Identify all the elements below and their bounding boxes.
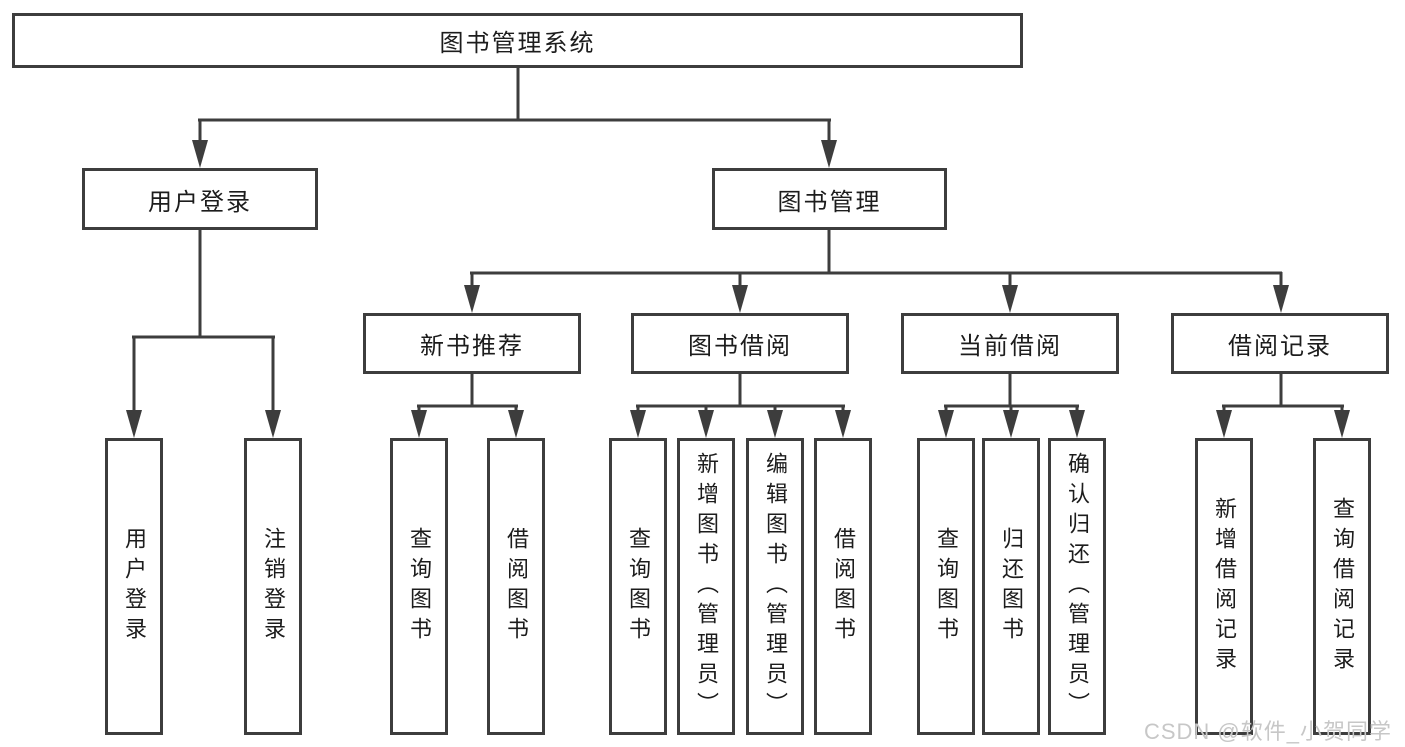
leaf-query-borrow-record: 查询借阅记录 bbox=[1313, 438, 1371, 735]
node-label: 图书借阅 bbox=[688, 333, 792, 360]
leaf-add-books-admin: 新增图书（管理员） bbox=[677, 438, 735, 735]
node-library-management-system: 图书管理系统 bbox=[12, 13, 1023, 68]
leaf-label: 归还图书 bbox=[999, 526, 1024, 647]
leaf-user-login: 用户登录 bbox=[105, 438, 163, 735]
leaf-label: 查询图书 bbox=[407, 526, 432, 647]
leaf-borrow-books: 借阅图书 bbox=[814, 438, 872, 735]
leaf-query-books-recommend: 查询图书 bbox=[390, 438, 448, 735]
leaf-label: 注销登录 bbox=[261, 526, 286, 647]
node-label: 新书推荐 bbox=[420, 333, 524, 360]
leaf-logout: 注销登录 bbox=[244, 438, 302, 735]
node-current-borrow: 当前借阅 bbox=[901, 313, 1119, 374]
leaf-label: 新增图书（管理员） bbox=[694, 451, 719, 722]
node-label: 用户登录 bbox=[148, 188, 252, 216]
leaf-label: 编辑图书（管理员） bbox=[763, 451, 788, 722]
node-borrow-records: 借阅记录 bbox=[1171, 313, 1389, 374]
node-label: 图书管理系统 bbox=[439, 30, 596, 57]
leaf-label: 确认归还（管理员） bbox=[1065, 451, 1090, 722]
arrowheads bbox=[126, 140, 1350, 438]
node-book-borrow: 图书借阅 bbox=[631, 313, 849, 374]
leaf-confirm-return-admin: 确认归还（管理员） bbox=[1048, 438, 1106, 735]
leaf-edit-books-admin: 编辑图书（管理员） bbox=[746, 438, 804, 735]
node-label: 当前借阅 bbox=[958, 333, 1062, 360]
leaf-label: 借阅图书 bbox=[504, 526, 529, 647]
leaf-label: 借阅图书 bbox=[831, 526, 856, 647]
leaf-label: 用户登录 bbox=[122, 526, 147, 647]
leaf-query-books-current: 查询图书 bbox=[917, 438, 975, 735]
node-new-book-recommend: 新书推荐 bbox=[363, 313, 581, 374]
leaf-label: 查询图书 bbox=[626, 526, 651, 647]
node-label: 借阅记录 bbox=[1228, 333, 1332, 360]
leaf-add-borrow-record: 新增借阅记录 bbox=[1195, 438, 1253, 735]
node-label: 图书管理 bbox=[777, 188, 882, 216]
leaf-label: 新增借阅记录 bbox=[1212, 496, 1237, 677]
node-book-management: 图书管理 bbox=[712, 168, 947, 230]
leaf-label: 查询图书 bbox=[934, 526, 959, 647]
leaf-label: 查询借阅记录 bbox=[1330, 496, 1355, 677]
node-user-login: 用户登录 bbox=[82, 168, 318, 230]
leaf-borrow-books-recommend: 借阅图书 bbox=[487, 438, 545, 735]
leaf-return-books: 归还图书 bbox=[982, 438, 1040, 735]
leaf-query-books-borrow: 查询图书 bbox=[609, 438, 667, 735]
watermark: CSDN @软件_小贺同学 bbox=[1143, 719, 1392, 744]
